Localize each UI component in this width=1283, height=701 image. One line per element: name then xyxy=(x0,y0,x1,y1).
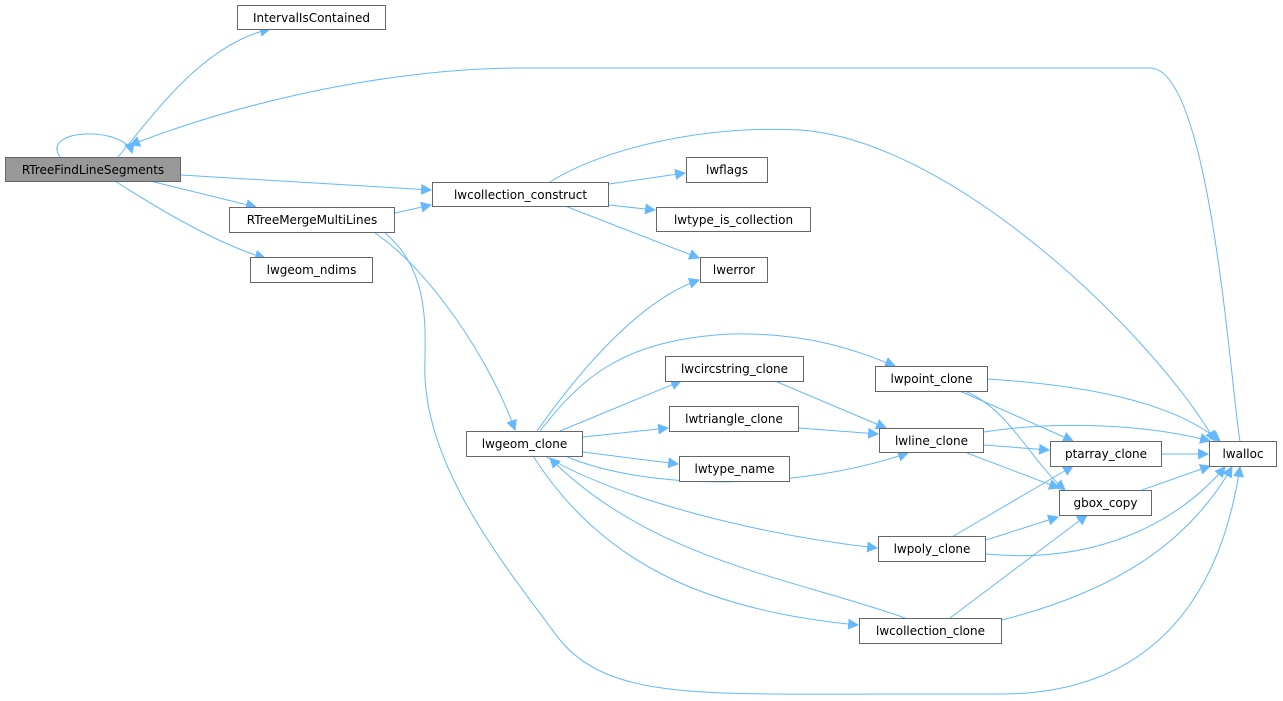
edge-lwcollectionclone-lwgeomclone xyxy=(549,457,906,619)
node-lwcollection-clone[interactable]: lwcollection_clone xyxy=(859,618,1002,644)
edge-gboxcopy-lwalloc xyxy=(1141,464,1212,491)
edge-lwcc-lwalloc xyxy=(549,128,1216,442)
edge-lwcc-lwflags xyxy=(608,168,687,185)
edge-lwgeomclone-lwpointclone xyxy=(539,333,897,432)
edge-rtfls-lwcollection-construct xyxy=(180,174,433,195)
edge-lwlineclone-ptarrayclone xyxy=(983,443,1051,455)
edge-lwgeomclone-lwcollectionclone xyxy=(532,455,860,630)
edge-rtfls-rtreemergemultilines xyxy=(149,180,258,210)
node-lwpoint-clone[interactable]: lwpoint_clone xyxy=(875,366,988,392)
edge-lwgeomclone-lwtriangleclone xyxy=(582,423,670,438)
edge-rtfls-self xyxy=(56,133,135,158)
node-lwtype-is-collection[interactable]: lwtype_is_collection xyxy=(656,207,811,232)
edge-lwcc-lwtype-is-collection xyxy=(608,203,657,215)
edge-rtmml-lwalloc xyxy=(384,232,1244,695)
edge-lwgeomclone-lwcircstringclone xyxy=(559,379,683,432)
edge-lwcollectionclone-lwalloc xyxy=(1001,466,1233,621)
edge-lwgeomclone-lwerror xyxy=(536,277,701,432)
edge-lwcircstringclone-lwlineclone xyxy=(774,380,888,430)
edge-rtfls-intervaliscontained xyxy=(117,25,272,158)
edge-lwcollectionclone-gboxcopy xyxy=(949,514,1088,619)
node-lwcollection-construct[interactable]: lwcollection_construct xyxy=(432,182,609,207)
node-lwcircstring-clone[interactable]: lwcircstring_clone xyxy=(665,356,804,382)
edge-lwpointclone-ptarrayclone xyxy=(959,390,1075,443)
node-lwgeom-clone[interactable]: lwgeom_clone xyxy=(466,431,583,457)
node-lwpoly-clone[interactable]: lwpoly_clone xyxy=(878,536,986,562)
edge-rtmml-lwgeom-clone xyxy=(374,232,517,432)
edge-rtmml-lwcollection-construct xyxy=(394,201,433,214)
node-lwgeom-ndims[interactable]: lwgeom_ndims xyxy=(250,257,373,283)
edge-lwtriangleclone-lwlineclone xyxy=(798,427,880,439)
node-rtreefindlinesegments[interactable]: RTreeFindLineSegments xyxy=(5,157,181,182)
edge-lwpolyclone-lwalloc xyxy=(985,466,1226,557)
node-rtreemergemultilines[interactable]: RTreeMergeMultiLines xyxy=(229,207,395,233)
edge-lwpointclone-gboxcopy xyxy=(964,390,1066,491)
edge-lwcc-lwerror xyxy=(564,205,701,260)
node-gbox-copy[interactable]: gbox_copy xyxy=(1059,490,1152,516)
edge-lwpolyclone-ptarrayclone xyxy=(951,465,1074,538)
node-ptarray-clone[interactable]: ptarray_clone xyxy=(1050,441,1162,467)
node-lwtype-name[interactable]: lwtype_name xyxy=(679,456,790,482)
node-lwflags[interactable]: lwflags xyxy=(686,157,768,183)
node-intervaliscontained[interactable]: IntervalIsContained xyxy=(237,5,386,30)
edge-lwgeomclone-lwpolyclone xyxy=(544,455,879,553)
edge-lwpointclone-lwalloc xyxy=(987,378,1221,442)
node-lwtriangle-clone[interactable]: lwtriangle_clone xyxy=(669,406,799,432)
node-lwline-clone[interactable]: lwline_clone xyxy=(879,428,984,453)
edge-lwlineclone-lwalloc xyxy=(983,424,1212,444)
node-lwerror[interactable]: lwerror xyxy=(700,257,768,283)
edge-rtfls-lwalloc xyxy=(128,67,1241,442)
node-lwalloc[interactable]: lwalloc xyxy=(1209,441,1277,467)
edge-lwgeomclone-lwtypename xyxy=(582,451,680,469)
edge-lwlineclone-gboxcopy xyxy=(966,452,1061,490)
edge-rtfls-lwgeom-ndims xyxy=(114,180,267,261)
edge-lwpolyclone-gboxcopy xyxy=(985,514,1060,541)
